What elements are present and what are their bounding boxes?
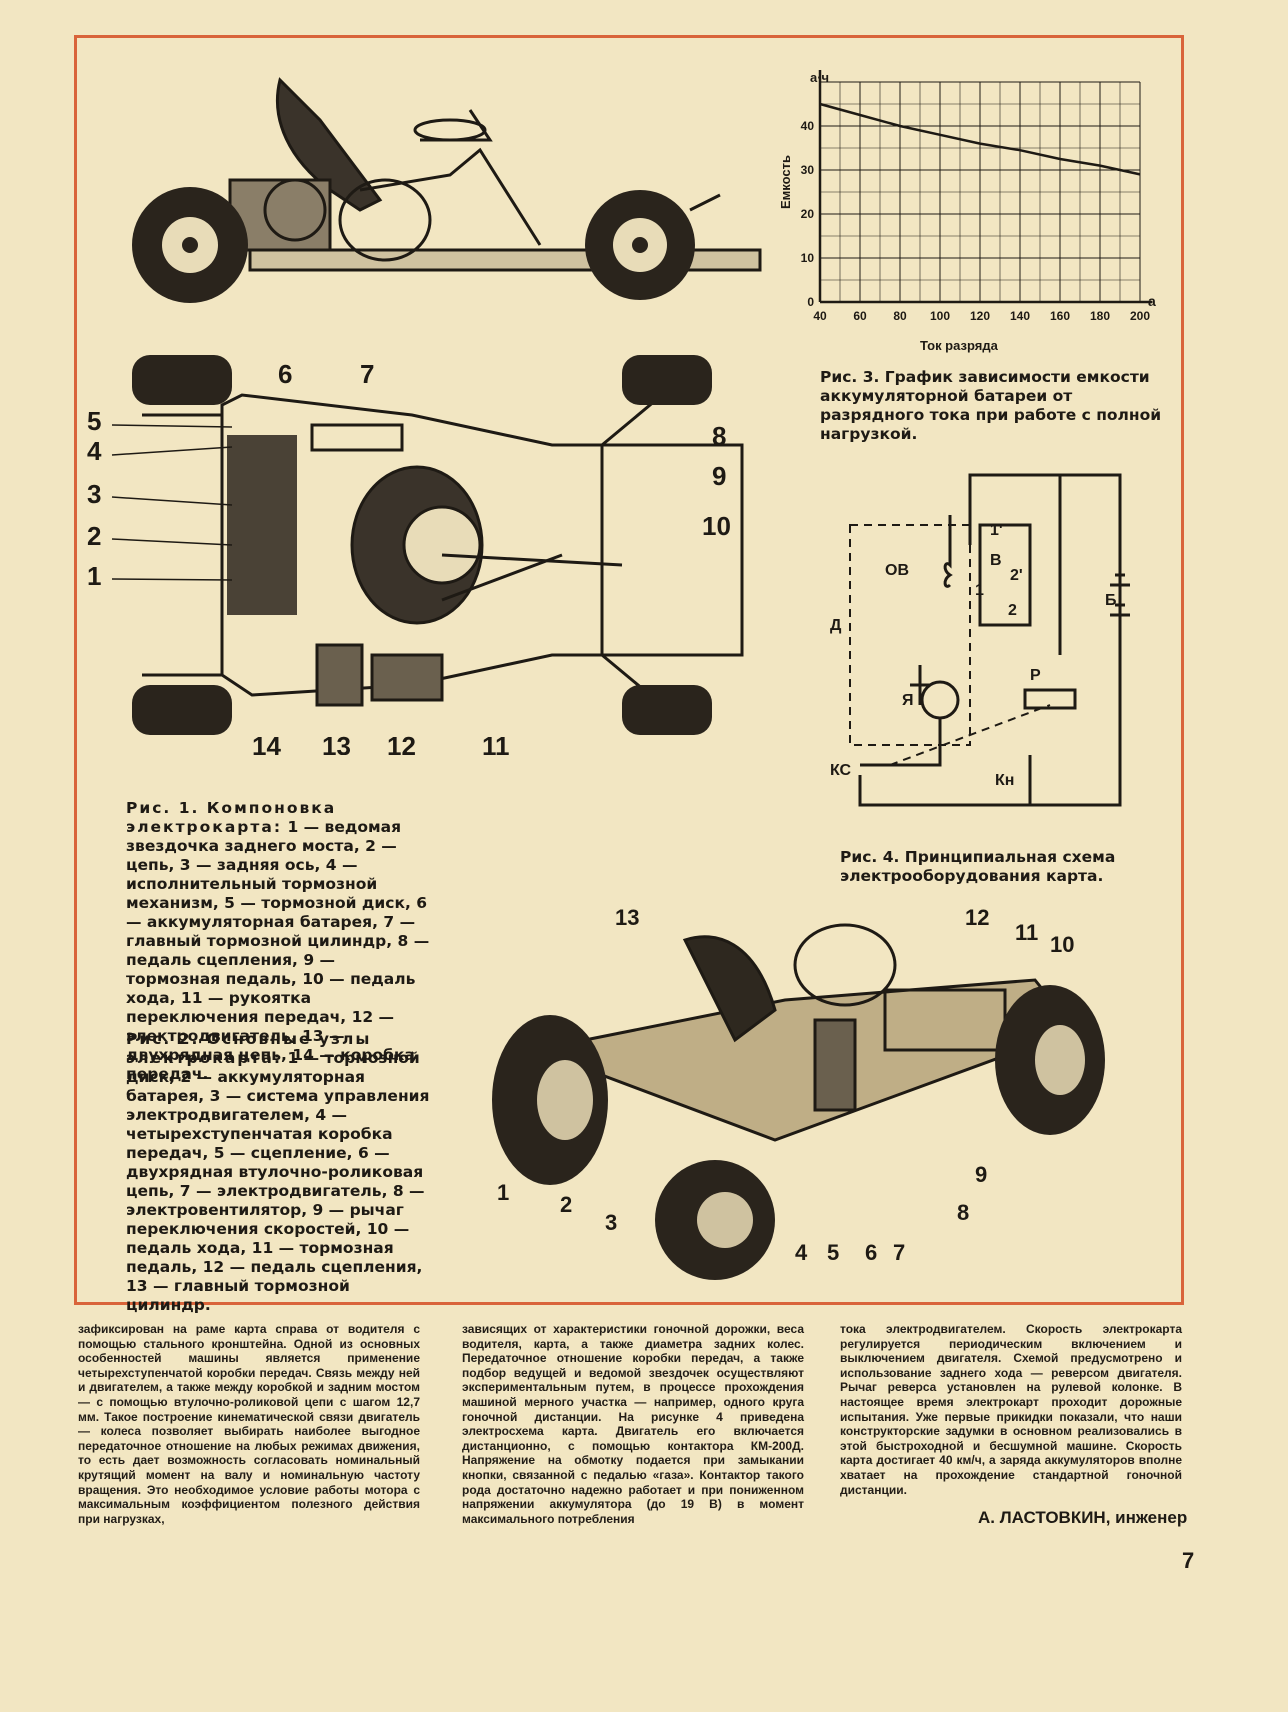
- y-tick-label: 30: [801, 163, 815, 177]
- schematic-label-d: Д: [830, 617, 842, 634]
- fig2-label-7: 7: [893, 1240, 905, 1265]
- capacity-series-line: [819, 102, 1141, 176]
- fig1-label-5: 5: [87, 406, 101, 436]
- fig2-label-6: 6: [865, 1240, 877, 1265]
- x-tick-label: 180: [1090, 309, 1110, 323]
- fig1-label-7: 7: [360, 359, 374, 389]
- schematic-label-ya: Я: [902, 692, 914, 709]
- fig2-label-5: 5: [827, 1240, 839, 1265]
- fig1-label-8: 8: [712, 421, 726, 451]
- x-tick-label: 60: [853, 309, 867, 323]
- kart-side-view-drawing: [132, 77, 762, 303]
- fig2-label-12: 12: [965, 905, 989, 930]
- chart-xlabel: Ток разряда: [920, 338, 999, 353]
- page-number: 7: [1182, 1548, 1195, 1573]
- chart-ylabel: Емкость: [778, 155, 793, 209]
- fig1-label-12: 12: [387, 731, 416, 755]
- fig1-caption-body: 1 — ведомая звездочка заднего моста, 2 —…: [126, 818, 430, 1083]
- schematic-label-1p: 1': [990, 522, 1003, 539]
- x-tick-label: 200: [1130, 309, 1150, 323]
- y-tick-label: 40: [801, 119, 815, 133]
- article-column-1: зафиксирован на раме карта справа от вод…: [78, 1322, 420, 1526]
- fig2-label-9: 9: [975, 1162, 987, 1187]
- fig2-label-3: 3: [605, 1210, 617, 1235]
- fig1-caption: Рис. 1. Компоновка электрокарта: 1 — вед…: [126, 799, 432, 1084]
- fig2-label-10: 10: [1050, 932, 1074, 957]
- fig2-label-13: 13: [615, 905, 639, 930]
- x-tick-label: 100: [930, 309, 950, 323]
- fig1-label-14: 14: [252, 731, 281, 755]
- schematic-label-2: 2: [1008, 602, 1017, 619]
- x-tick-label: 120: [970, 309, 990, 323]
- fig1-label-9: 9: [712, 461, 726, 491]
- electrical-schematic: Д ОВ В 1 2 1' 2' Б Р Я КС Кн: [830, 473, 1130, 807]
- fig2-label-2: 2: [560, 1192, 572, 1217]
- fig1-label-1: 1: [87, 561, 101, 591]
- fig2-label-1: 1: [497, 1180, 509, 1205]
- fig1-label-10: 10: [702, 511, 731, 541]
- fig1-label-4: 4: [87, 436, 102, 466]
- schematic-label-b: В: [990, 552, 1002, 569]
- fig2-label-11: 11: [1015, 920, 1038, 945]
- chart-yunit: а·ч: [810, 70, 829, 85]
- chart-grid: [818, 70, 1152, 304]
- fig2-label-8: 8: [957, 1200, 969, 1225]
- fig1-caption-head: Рис. 1. Компоновка электрокарта:: [126, 799, 337, 836]
- schematic-label-kn: Кн: [995, 772, 1014, 789]
- schematic-label-2p: 2': [1010, 567, 1023, 584]
- chart-xunit: а: [1148, 293, 1156, 309]
- fig1-label-2: 2: [87, 521, 101, 551]
- fig1-label-3: 3: [87, 479, 101, 509]
- kart-top-view-drawing: 6 7 5 4 3 2 1 8 9 10 14 13 12 11: [87, 355, 744, 755]
- fig1-label-11: 11: [482, 731, 510, 755]
- x-tick-label: 140: [1010, 309, 1030, 323]
- fig4-caption: Рис. 4. Принципиальная схема электрообор…: [840, 848, 1116, 885]
- fig2-caption-body: 1 — тормозной диск, 2 — аккумуляторная б…: [126, 1049, 430, 1314]
- y-tick-label: 20: [801, 207, 815, 221]
- y-tick-label: 10: [801, 251, 815, 265]
- y-tick-label: 0: [807, 295, 814, 309]
- fig2-caption: Рис. 2. Основные узлы электрокарта: 1 — …: [126, 1030, 432, 1315]
- article-column-3: тока электродвигателем. Скорость электро…: [840, 1322, 1182, 1497]
- fig1-label-13: 13: [322, 731, 351, 755]
- fig3-caption: Рис. 3. График зависимости емкости аккум…: [820, 368, 1162, 443]
- x-tick-label: 160: [1050, 309, 1070, 323]
- schematic-label-1: 1: [975, 582, 984, 599]
- fig2-label-4: 4: [795, 1240, 808, 1265]
- capacity-chart: 40 60 80 100 120 140 160 180 200 0 10 20 30 40 Емкост…: [778, 70, 1156, 353]
- figure-frame: [74, 35, 1184, 1305]
- schematic-label-battery: Б: [1105, 592, 1117, 609]
- schematic-label-r: Р: [1030, 667, 1041, 684]
- x-tick-label: 80: [893, 309, 907, 323]
- fig1-label-6: 6: [278, 359, 292, 389]
- fig2-caption-head: Рис. 2. Основные узлы электрокарта:: [126, 1030, 372, 1067]
- x-tick-label: 40: [813, 309, 827, 323]
- author-signature: А. ЛАСТОВКИН, инженер: [978, 1508, 1188, 1527]
- schematic-label-ov: ОВ: [885, 562, 909, 579]
- kart-perspective-drawing: 13 12 11 10 1 2 3 4 5 6 7 8 9: [492, 905, 1105, 1280]
- article-column-2: зависящих от характеристики гоночной дор…: [462, 1322, 804, 1526]
- schematic-label-ks: КС: [830, 762, 852, 779]
